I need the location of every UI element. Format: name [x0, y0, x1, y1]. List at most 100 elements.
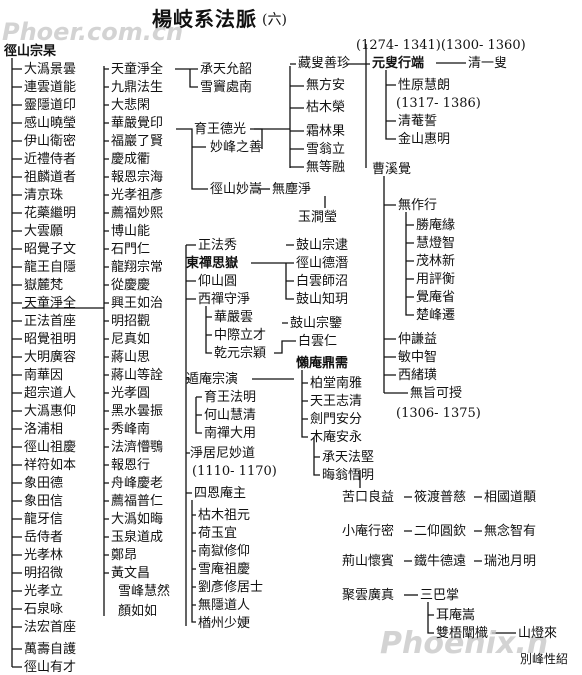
lineage-node: 連雲道能 [24, 80, 77, 95]
lineage-node: 博山能 [111, 224, 151, 239]
lineage-node: 白雲師沼 [296, 274, 349, 289]
lineage-node: 仲謙益 [398, 332, 438, 347]
lineage-node: 楚峰遷 [416, 308, 456, 323]
lineage-node: 仰山圓 [198, 274, 238, 289]
lineage-node: 玉澗瑩 [298, 210, 338, 225]
lineage-node: 雪翁立 [306, 142, 346, 157]
lineage-node: 木庵安永 [310, 430, 363, 445]
lineage-node: 鐵牛德遠 [414, 554, 467, 569]
lineage-node: 光孝圓 [111, 386, 151, 401]
lineage-node: 法濟懵鶚 [111, 440, 164, 455]
lineage-node: 黑水曇振 [111, 404, 164, 419]
lineage-node: 無方安 [306, 78, 346, 93]
lineage-node: 中際立才 [214, 328, 267, 343]
lineage-node: 華嚴覺印 [111, 116, 164, 131]
lineage-node: 南華因 [24, 368, 64, 383]
lineage-node: 石泉咏 [24, 602, 64, 617]
lineage-node: 荊山懷賓 [342, 554, 395, 569]
lineage-node: 象田德 [24, 476, 64, 491]
lineage-node: 大潙如晦 [111, 512, 164, 527]
lineage-node: 光孝林 [24, 548, 64, 563]
lineage-node: 花藥繼明 [24, 206, 77, 221]
lineage-node: 明招觀 [111, 314, 151, 329]
lineage-node: 光孝立 [24, 584, 64, 599]
lineage-node: 天童淨全 [111, 62, 164, 77]
lineage-node: 金山惠明 [398, 132, 451, 147]
lineage-node: 慶成衢 [111, 152, 151, 167]
lineage-node: 龍王自隱 [24, 260, 77, 275]
lineage-node: 光孝祖彥 [111, 188, 164, 203]
lineage-node: 白雲仁 [298, 334, 338, 349]
lineage-node: 昭覺子文 [24, 242, 77, 257]
lineage-node: 柏堂南雅 [310, 376, 363, 391]
lineage-node: 二仰圓欽 [414, 524, 467, 539]
lineage-node: 西禪守淨 [198, 292, 251, 307]
lineage-node: 明招微 [24, 566, 64, 581]
lineage-node: 薦福普仁 [111, 494, 164, 509]
lineage-node: 南禪大用 [204, 426, 257, 441]
lineage-node: 鼓山知玥 [296, 292, 349, 307]
lineage-node: 鼓山宗逮 [296, 238, 349, 253]
lineage-node: 舟峰慶老 [111, 476, 164, 491]
lineage-node: 超宗道人 [24, 386, 77, 401]
lineage-node: 聚雲廣真 [342, 588, 395, 603]
lineage-node: 南獄修仰 [198, 544, 251, 559]
lineage-node: 霜林果 [306, 124, 346, 139]
lineage-node: 承天允韶 [200, 62, 253, 77]
watermark-bottom: Phoenix.n [380, 626, 549, 661]
footer-label: 別峰性紹 [520, 652, 569, 666]
lineage-node: 雪竇處南 [200, 80, 253, 95]
lineage-node: 淨居尼妙道 [190, 446, 256, 461]
lineage-node: 清一叟 [468, 56, 508, 71]
lineage-node: 無念智有 [484, 524, 537, 539]
lineage-node: 妙峰之善 [210, 140, 263, 155]
lineage-node: 四恩庵主 [194, 486, 247, 501]
lineage-node: 華嚴雲 [214, 310, 254, 325]
lineage-node: 西緒璜 [398, 368, 438, 383]
lineage-node: 元叟行端 [372, 56, 425, 71]
lineage-node: 蔣山思 [111, 350, 151, 365]
lineage-node: 龍牙信 [24, 512, 64, 527]
page-title: 楊岐系法脈 [152, 7, 257, 31]
lineage-node: 雙梧闡樴 [436, 626, 489, 641]
lineage-node: 岳侍者 [24, 530, 64, 545]
lineage-node: 茂林新 [416, 254, 456, 269]
lineage-node: 福巖了賢 [111, 134, 164, 149]
lineage-node: 報恩宗海 [111, 170, 164, 185]
lineage-node: 龍翔宗常 [111, 260, 164, 275]
lineage-node: 懶庵鼎需 [296, 356, 349, 371]
lineage-node: 相國道顒 [484, 490, 537, 505]
lineage-node: 東禪思嶽 [186, 256, 239, 271]
lineage-node: 祖麟道者 [24, 170, 77, 185]
watermark-top: Phoer.com.cn [2, 18, 184, 46]
lineage-node: 藏叟善珍 [298, 56, 351, 71]
lineage-node: 育王法明 [204, 390, 257, 405]
lineage-node: 鄭昂 [111, 548, 138, 563]
lineage-node: 覺庵省 [416, 290, 456, 305]
lineage-node: 從慶慶 [111, 278, 151, 293]
lineage-node: 天王志清 [310, 394, 363, 409]
lineage-node: 苦口良益 [342, 490, 395, 505]
lineage-node: 晦翁悟明 [322, 468, 375, 483]
lineage-node: 昭覺祖明 [24, 332, 77, 347]
lineage-node: 徑山德潛 [296, 256, 349, 271]
lineage-node: (1306- 1375) [396, 406, 481, 421]
lineage-node: 正法首座 [24, 314, 77, 329]
lineage-node: 黃文昌 [111, 566, 151, 581]
lineage-node: 徑山宗杲 [4, 44, 57, 59]
lineage-node: 徑山祖慶 [24, 440, 77, 455]
lineage-node: 徑山有才 [24, 660, 77, 675]
lineage-node: 無塵淨 [272, 182, 312, 197]
lineage-node: 報恩行 [111, 458, 151, 473]
lineage-node: 徑山妙嵩 [210, 182, 263, 197]
lineage-node: 三巴掌 [420, 588, 460, 603]
lineage-node: (1274- 1341)(1300- 1360) [356, 38, 526, 53]
lineage-node: 曹溪覺 [372, 162, 412, 177]
lineage-node: 靈隱道印 [24, 98, 77, 113]
lineage-node: 劉彥修居士 [198, 580, 264, 595]
lineage-node: 大潙惠仰 [24, 404, 77, 419]
lineage-node: 近禮侍者 [24, 152, 77, 167]
lineage-node: 敏中智 [398, 350, 438, 365]
lineage-node: 遁庵宗演 [186, 372, 239, 387]
